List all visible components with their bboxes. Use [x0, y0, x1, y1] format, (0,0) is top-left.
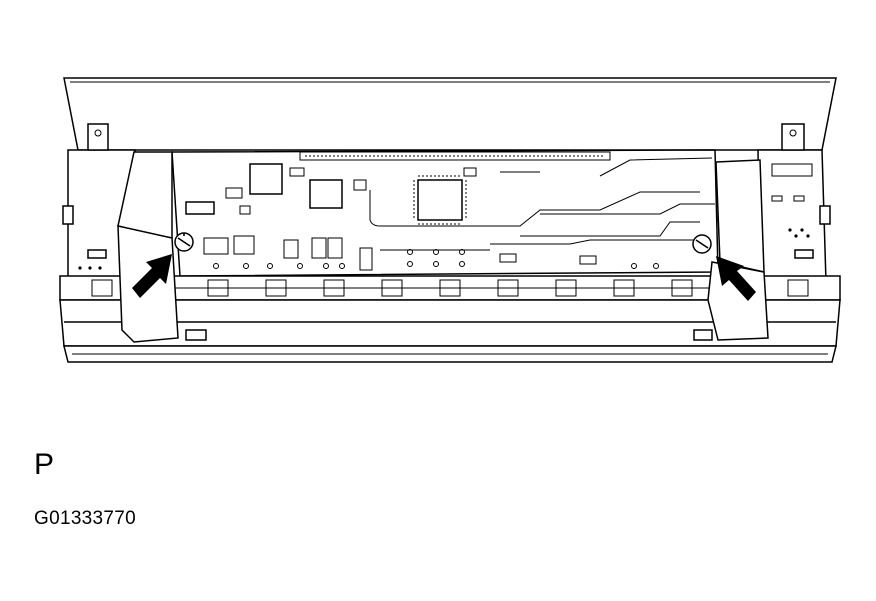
button-key: [671, 279, 693, 297]
button-key: [555, 279, 577, 297]
screw-icon: [692, 234, 712, 254]
figure-id: G01333770: [34, 508, 137, 529]
circuit-board: [171, 149, 719, 277]
front-bezel: [59, 299, 841, 363]
chip: [417, 179, 463, 221]
button-key: [497, 279, 519, 297]
chip: [249, 163, 283, 195]
chip: [309, 179, 343, 209]
button-key: [91, 279, 113, 297]
button-key: [613, 279, 635, 297]
button-key: [439, 279, 461, 297]
screw-icon: [174, 232, 194, 252]
side-bracket-right: [757, 123, 831, 283]
button-key: [207, 279, 229, 297]
arrow-pointer-icon: [132, 254, 172, 298]
top-cover: [63, 77, 837, 151]
arrow-pointer-icon: [716, 256, 756, 301]
button-key: [381, 279, 403, 297]
view-label: P: [34, 448, 55, 481]
button-key: [265, 279, 287, 297]
button-key: [323, 279, 345, 297]
button-key: [787, 279, 809, 297]
